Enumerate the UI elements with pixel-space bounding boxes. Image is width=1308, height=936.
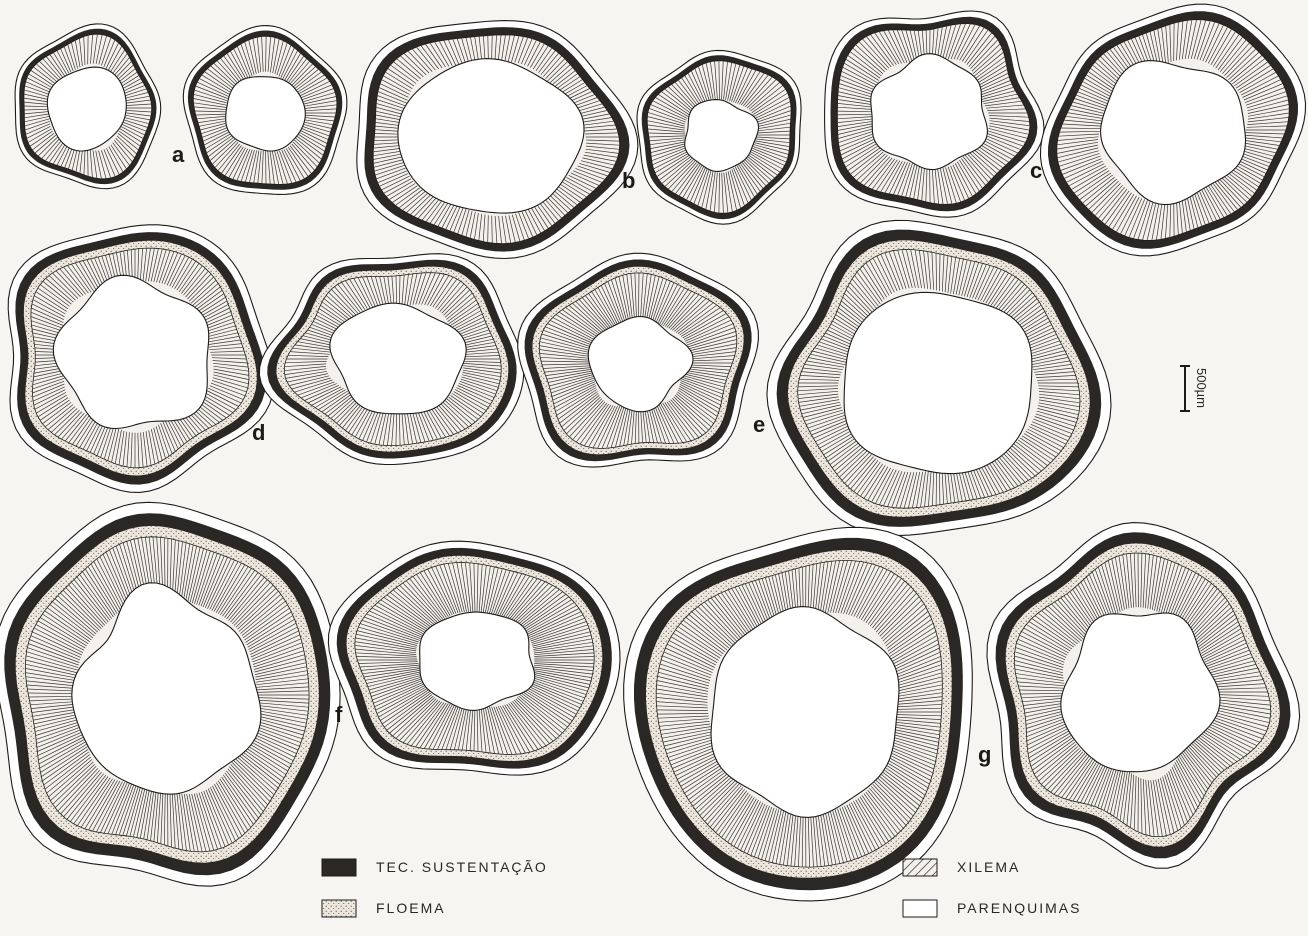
legend-item-parenquima: PARENQUIMAS	[903, 900, 1081, 917]
section-label-g: g	[978, 742, 991, 767]
section-b1	[357, 21, 638, 259]
section-label-d: d	[252, 420, 265, 445]
legend-swatch-xilema	[903, 859, 937, 876]
section-a2: a	[172, 26, 347, 195]
parenquima-pith	[844, 292, 1032, 473]
section-e2	[767, 220, 1111, 535]
section-label-e: e	[753, 412, 765, 437]
section-f2	[328, 541, 620, 775]
section-b2: b	[622, 50, 801, 224]
legend-swatch-floema	[322, 900, 356, 917]
scale-bar: 500µm	[1180, 366, 1209, 411]
legend-label-xilema: XILEMA	[957, 859, 1020, 875]
section-d2	[259, 254, 523, 465]
legend-swatch-parenquima	[903, 900, 937, 917]
legend-label-floema: FLOEMA	[376, 900, 446, 916]
section-c2: c	[1030, 4, 1306, 256]
legend-item-sustentacao: TEC. SUSTENTAÇÃO	[322, 859, 548, 876]
section-g1: g	[624, 527, 992, 901]
legend-label-parenquima: PARENQUIMAS	[957, 900, 1081, 916]
section-d1: d	[8, 225, 274, 493]
section-g2	[987, 523, 1300, 869]
legend-item-xilema: XILEMA	[903, 859, 1020, 876]
parenquima-pith	[226, 77, 306, 151]
section-c1	[825, 11, 1044, 217]
section-label-b: b	[622, 168, 635, 193]
legend-label-sustentacao: TEC. SUSTENTAÇÃO	[376, 859, 548, 875]
section-label-c: c	[1030, 158, 1042, 183]
scale-bar-label: 500µm	[1194, 368, 1209, 408]
section-f1: f	[0, 502, 343, 886]
section-e1: e	[518, 253, 766, 467]
section-label-a: a	[172, 142, 185, 167]
legend-swatch-sustentacao	[322, 859, 356, 876]
legend-item-floema: FLOEMA	[322, 900, 446, 917]
section-a1	[15, 24, 161, 189]
section-label-f: f	[335, 702, 343, 727]
